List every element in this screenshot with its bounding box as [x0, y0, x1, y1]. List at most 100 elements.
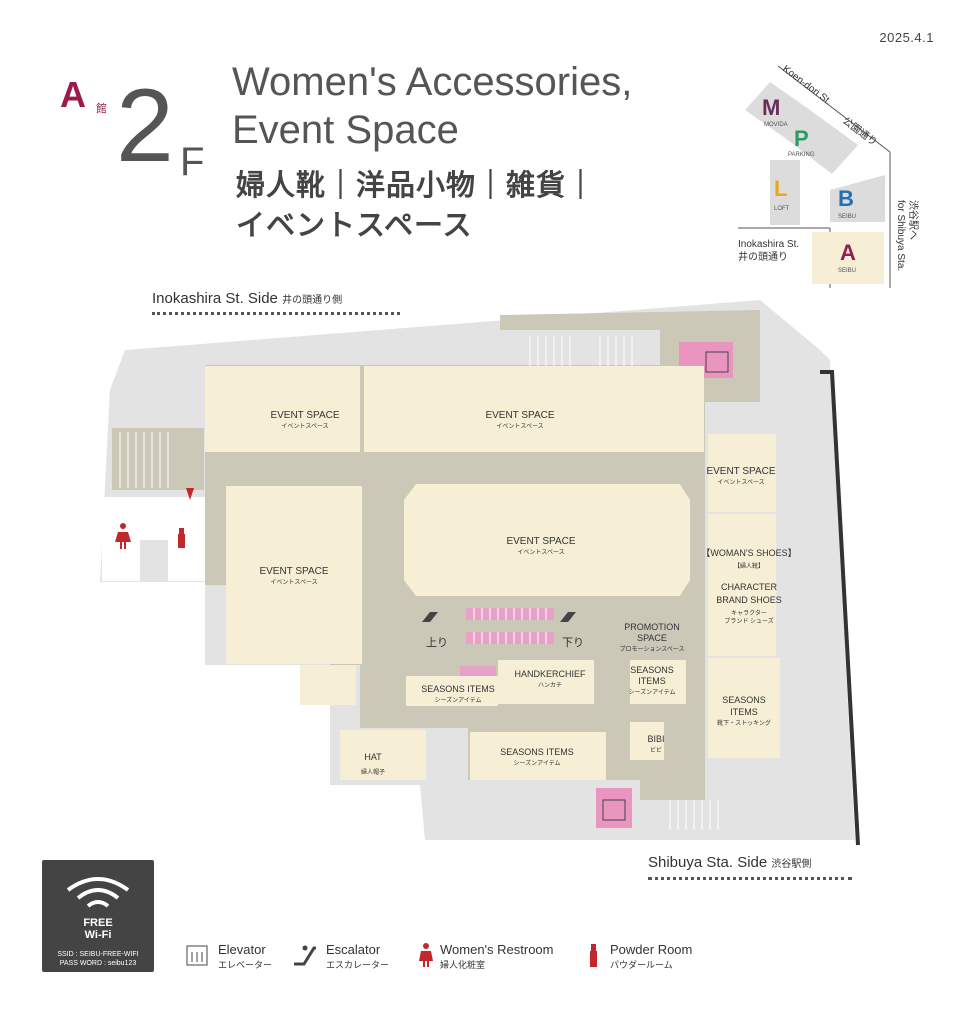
label-character-jp: キャラクター — [731, 609, 767, 617]
inset-name-l: LOFT — [774, 206, 790, 212]
area-event-5[interactable] — [404, 484, 690, 596]
label-seasons-right-en: SEASONS — [722, 695, 766, 705]
label-seasons-center-jp: シーズンアイテム — [628, 688, 675, 696]
powder-room-icon — [178, 528, 185, 548]
powder-room-icon — [590, 944, 597, 967]
label-character-jp2: ブランド シューズ — [724, 617, 773, 625]
elevator-bottom — [596, 788, 632, 828]
label-hat-en: HAT — [364, 752, 382, 762]
legend-powder-room-jp: パウダールーム — [610, 960, 673, 970]
label-character-en: CHARACTER — [721, 582, 778, 592]
area-display — [300, 665, 356, 705]
elevator-icon — [705, 351, 729, 373]
wifi-title1: FREE — [83, 917, 113, 929]
inset-building-p — [785, 110, 858, 174]
area-event-3[interactable] — [708, 434, 776, 512]
side-bottom-underline — [648, 877, 852, 880]
side-top-en: Inokashira St. Side — [152, 290, 278, 307]
label-seasons-left-jp: シーズンアイテム — [434, 696, 481, 704]
legend-womens-restroom: Women's Restroom 婦人化粧室 — [418, 942, 554, 971]
legend-escalator-jp: エスカレーター — [326, 960, 390, 970]
label-promotion-en: PROMOTION — [624, 622, 680, 632]
inset-letter-l: L — [774, 176, 787, 201]
exterior-wall — [820, 370, 860, 846]
date-label: 2025.4.1 — [879, 30, 934, 45]
label-handkerchief-jp: ハンカチ — [538, 682, 562, 689]
side-label-top: Inokashira St. Side 井の頭通り側 — [152, 290, 342, 307]
label-handkerchief-en: HANDKERCHIEF — [514, 669, 586, 679]
label-seasons-right-en2: ITEMS — [730, 707, 758, 717]
side-bottom-jp: 渋谷駅側 — [771, 859, 812, 870]
area-womans-shoes[interactable] — [708, 514, 776, 656]
inset-name-m: MOVIDA — [764, 122, 788, 128]
label-event-4-jp: イベントスペース — [270, 579, 317, 586]
escalator-up-icon — [422, 612, 438, 622]
restroom-partition — [140, 540, 168, 582]
inset-name-b: SEIBU — [838, 214, 856, 220]
label-event-2-jp: イベントスペース — [496, 423, 543, 430]
building-suffix: 館 — [96, 103, 107, 115]
label-seasons-right-jp: 靴下・ストッキング — [717, 719, 771, 727]
label-seasons-center-en: SEASONS — [630, 665, 674, 675]
title-en-line2: Event Space — [232, 108, 459, 152]
area-hat[interactable] — [340, 730, 426, 780]
escalator-down-icon — [560, 612, 576, 622]
inset-station: for Shibuya Sta. — [895, 200, 906, 271]
label-event-2-en: EVENT SPACE — [485, 410, 554, 421]
title-jp-line2: イベントスペース — [236, 210, 473, 242]
label-seasons-center-en2: ITEMS — [638, 676, 666, 686]
inset-building-b — [830, 175, 885, 222]
inset-name-a: SEIBU — [838, 268, 856, 274]
area-event-4[interactable] — [226, 486, 362, 664]
label-womans-shoes-jp: 【婦人靴】 — [734, 562, 764, 570]
legend-elevator: Elevator エレベーター — [186, 942, 272, 971]
area-seasons-bottom[interactable] — [470, 732, 606, 780]
label-event-4-en: EVENT SPACE — [259, 566, 328, 577]
area-handkerchief[interactable] — [498, 660, 594, 704]
inset-building-m — [745, 82, 810, 138]
area-seasons-left[interactable] — [406, 676, 498, 706]
stairs-left-steps — [119, 432, 169, 488]
escalator-down-label: 下り — [562, 636, 584, 649]
area-bibi[interactable] — [630, 722, 664, 760]
label-event-5-en: EVENT SPACE — [506, 536, 575, 547]
legend-womens-restroom-en: Women's Restroom — [440, 942, 554, 957]
label-event-1-en: EVENT SPACE — [270, 410, 339, 421]
inset-name-p: PARKING — [788, 152, 815, 158]
area-seasons-right[interactable] — [708, 658, 780, 758]
inset-location-map: M MOVIDA P PARKING L LOFT B SEIBU A SEIB… — [738, 64, 920, 288]
legend-powder-room-en: Powder Room — [610, 942, 693, 957]
label-event-1-jp: イベントスペース — [281, 423, 328, 430]
womens-restroom-icon — [115, 523, 131, 549]
inset-letter-b: B — [838, 186, 854, 211]
floor-suffix: F — [180, 140, 205, 184]
elevator-icon — [186, 945, 208, 966]
wifi-info-box: FREE Wi-Fi SSID : SEIBU-FREE-WIFI PASS W… — [42, 860, 154, 972]
location-marker-icon — [186, 488, 194, 500]
inset-building-a — [812, 232, 884, 284]
label-seasons-bottom-jp: シーズンアイテム — [513, 759, 560, 767]
label-promotion-en2: SPACE — [637, 633, 667, 643]
label-hat-jp: 婦人帽子 — [361, 768, 385, 776]
legend-elevator-jp: エレベーター — [218, 960, 273, 970]
area-event-1[interactable] — [205, 366, 360, 452]
escalator-up-label: 上り — [426, 636, 448, 649]
elevator-icon — [602, 799, 626, 821]
label-event-5-jp: イベントスペース — [517, 549, 564, 556]
legend-womens-restroom-jp: 婦人化粧室 — [440, 960, 486, 970]
side-bottom-en: Shibuya Sta. Side — [648, 854, 768, 871]
area-seasons-center[interactable] — [630, 660, 686, 704]
label-womans-shoes-en: 【WOMAN'S SHOES】 — [701, 548, 796, 558]
stairs-bottom-steps — [669, 800, 719, 830]
label-seasons-bottom-en: SEASONS ITEMS — [500, 747, 574, 757]
wifi-password: PASS WORD : seibu123 — [59, 960, 137, 967]
escalator-icon — [294, 945, 316, 966]
inset-station-jp: 渋谷駅へ — [907, 200, 920, 240]
title-en-line1: Women's Accessories, — [232, 60, 633, 104]
escalators — [460, 608, 554, 676]
inset-letter-a: A — [840, 240, 856, 265]
inset-street-left: Inokashira St. — [738, 239, 799, 250]
label-character-en2: BRAND SHOES — [716, 595, 782, 605]
area-event-2[interactable] — [364, 366, 704, 452]
